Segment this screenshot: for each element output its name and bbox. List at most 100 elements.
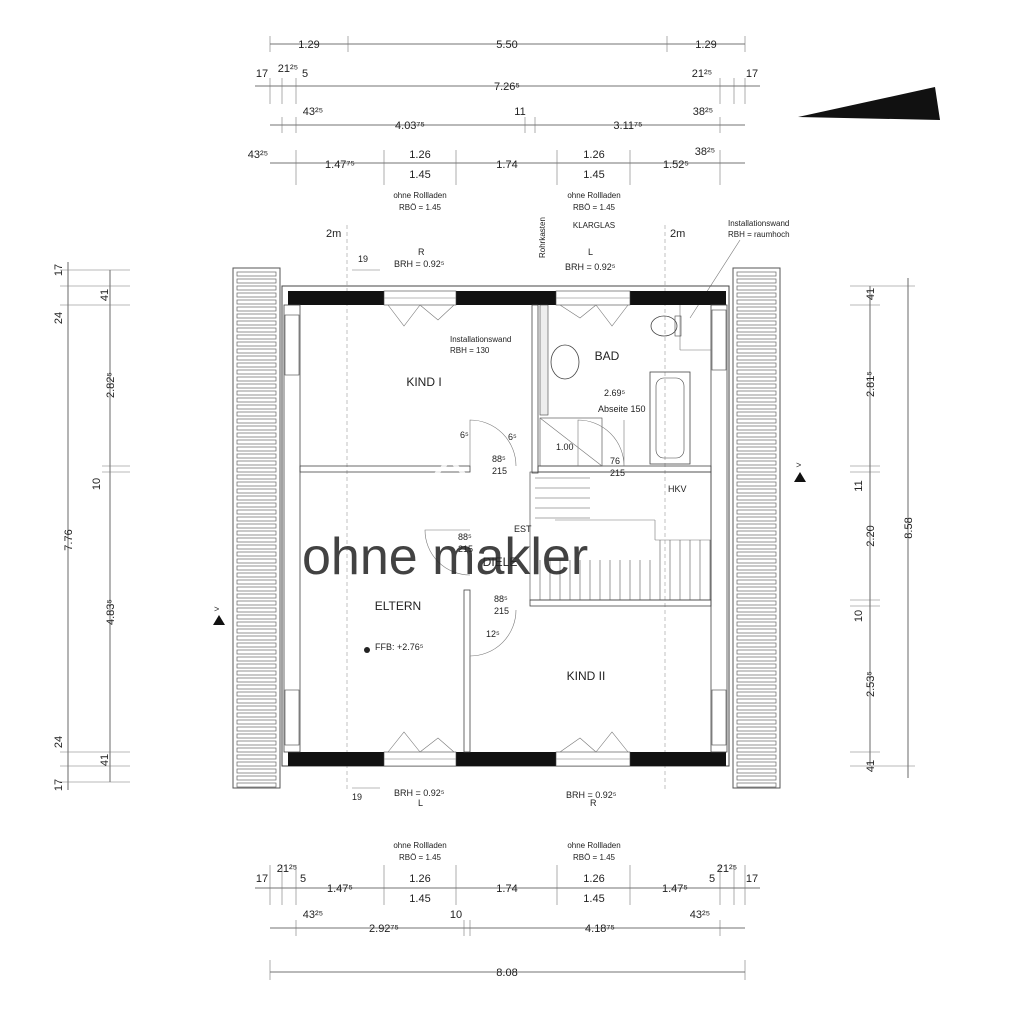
top-dim-1-3: 1.29	[695, 39, 716, 51]
roof-tile	[236, 404, 277, 410]
roof-tile	[736, 425, 777, 431]
bottom-dim-2-1: 43²⁵	[303, 909, 323, 921]
bathroom-fixtures: 1.00 2.69⁵ Abseite 150 Installationswand…	[450, 315, 691, 467]
roof-tile	[236, 292, 277, 298]
room-kind-1: KIND I	[406, 375, 441, 389]
roof-tile	[236, 663, 277, 669]
roof-left	[232, 267, 281, 789]
doors	[424, 419, 625, 657]
roof-tile	[736, 278, 777, 284]
roof-tile	[236, 467, 277, 473]
roof-tile	[236, 355, 277, 361]
left-inner-4: 4.83⁵	[105, 599, 117, 625]
door-eltern-w: 88⁵	[458, 532, 472, 542]
room-eltern: ELTERN	[375, 599, 421, 613]
top-dim-4-6: 1.52⁵	[663, 159, 689, 171]
top-dim-4-4: 1.74	[496, 159, 517, 171]
bottom-dim-1-9: 5	[709, 873, 715, 885]
roof-tile	[736, 684, 777, 690]
roof-tile	[236, 614, 277, 620]
right-inner-5: 10	[853, 610, 865, 622]
top-dim-4-1: 43²⁵	[248, 149, 268, 161]
north-arrow-icon	[798, 87, 940, 120]
roof-tile	[236, 453, 277, 459]
roof-tile	[236, 691, 277, 697]
roof-tile	[736, 474, 777, 480]
top-window-notes: ohne Rollladen RBÖ = 1.45 ohne Rollladen…	[393, 191, 790, 319]
roof-tile	[236, 411, 277, 417]
shower-dim: 1.00	[556, 442, 574, 452]
roof-tile	[736, 635, 777, 641]
roof-tile	[236, 775, 277, 781]
step-c: 12⁵	[486, 629, 500, 639]
section-marker-left-icon	[213, 615, 225, 625]
bottom-dimensions: 1.26 1.26 17 21²⁵ 5 1.47⁵ 1.45 1.74 1.45…	[255, 863, 760, 980]
roof-tile	[736, 663, 777, 669]
room-est: EST	[514, 524, 532, 534]
top-dim-1-2: 5.50	[496, 39, 517, 51]
note-top-left-2: RBÖ = 1.45	[399, 203, 442, 212]
window-offset-top: 19	[358, 254, 368, 264]
top-window-labels: 19 R BRH = 0.92⁵ L BRH = 0.92⁵	[352, 247, 616, 272]
note-top-right-2: RBÖ = 1.45	[573, 203, 616, 212]
top-dim-2-5: 21²⁵	[692, 68, 712, 80]
top-dim-3-4: 3.11⁷⁵	[613, 120, 642, 132]
roof-tile	[236, 460, 277, 466]
left-inner-2: 2.82⁵	[105, 372, 117, 398]
level-marker-icon	[364, 647, 370, 653]
roof-tile	[236, 278, 277, 284]
roof-tile	[736, 299, 777, 305]
roof-tile	[736, 509, 777, 515]
note-top-left-1: ohne Rollladen	[393, 191, 446, 200]
roof-tile	[736, 502, 777, 508]
roof-tile	[236, 523, 277, 529]
roof-tile	[736, 481, 777, 487]
bottom-dim-2-2: 2.92⁷⁵	[369, 923, 399, 935]
roof-tile	[736, 754, 777, 760]
roof-tile	[736, 698, 777, 704]
roof-tile	[736, 516, 777, 522]
right-inner-3: 11	[853, 480, 865, 491]
roof-tile	[236, 495, 277, 501]
roof-tile	[236, 551, 277, 557]
right-outer-1: 8.58	[903, 517, 915, 538]
note-top-right-3: KLARGLAS	[573, 221, 615, 230]
roof-tile	[736, 320, 777, 326]
left-inner-3: 10	[91, 478, 103, 490]
room-labels: KIND I BAD ELTERN KIND II DIELE EST HKV	[375, 349, 687, 683]
roof-tile	[736, 747, 777, 753]
top-dim-3-1: 43²⁵	[303, 106, 323, 118]
roof-tile	[236, 348, 277, 354]
top-dim-3-5: 38²⁵	[693, 106, 713, 118]
bottom-dim-2-4: 4.18⁷⁵	[585, 923, 615, 935]
roof-tile	[736, 432, 777, 438]
bottom-dim-1-7: 1.45	[583, 893, 604, 905]
roof-tile	[736, 446, 777, 452]
note-bad-wall-1: Installationswand	[450, 335, 511, 344]
top-dim-4-7: 38²⁵	[695, 146, 715, 158]
roof-tile	[236, 537, 277, 543]
roof-tile	[236, 418, 277, 424]
left-dimensions: 17 24 7.76 24 17 41 2.82⁵ 10 4.83⁵ 41	[53, 262, 130, 791]
roof-tile	[736, 670, 777, 676]
roof-tile	[236, 719, 277, 725]
roof-tile	[736, 621, 777, 627]
bottom-dim-1-6: 1.74	[496, 883, 517, 895]
roof-tile	[736, 439, 777, 445]
step-a: 6⁵	[460, 430, 469, 440]
door-bad-w: 76	[610, 456, 620, 466]
roof-tile	[236, 712, 277, 718]
window-bl-brh: BRH = 0.92⁵	[394, 788, 445, 798]
roof-tile	[236, 572, 277, 578]
note-bad-wall-2: RBH = 130	[450, 346, 490, 355]
roof-tile	[236, 642, 277, 648]
note-bottom-left-1: ohne Rollladen	[393, 841, 446, 850]
roof-tile	[236, 677, 277, 683]
roof-tile	[736, 530, 777, 536]
roof-tile	[236, 502, 277, 508]
left-inner-1: 41	[99, 289, 111, 301]
section-marker-left-caret: >	[214, 604, 219, 614]
right-dimensions: 41 2.81⁵ 11 2.20 10 2.53⁵ 41 8.58	[850, 278, 915, 778]
note-install-wall-2: RBH = raumhoch	[728, 230, 790, 239]
